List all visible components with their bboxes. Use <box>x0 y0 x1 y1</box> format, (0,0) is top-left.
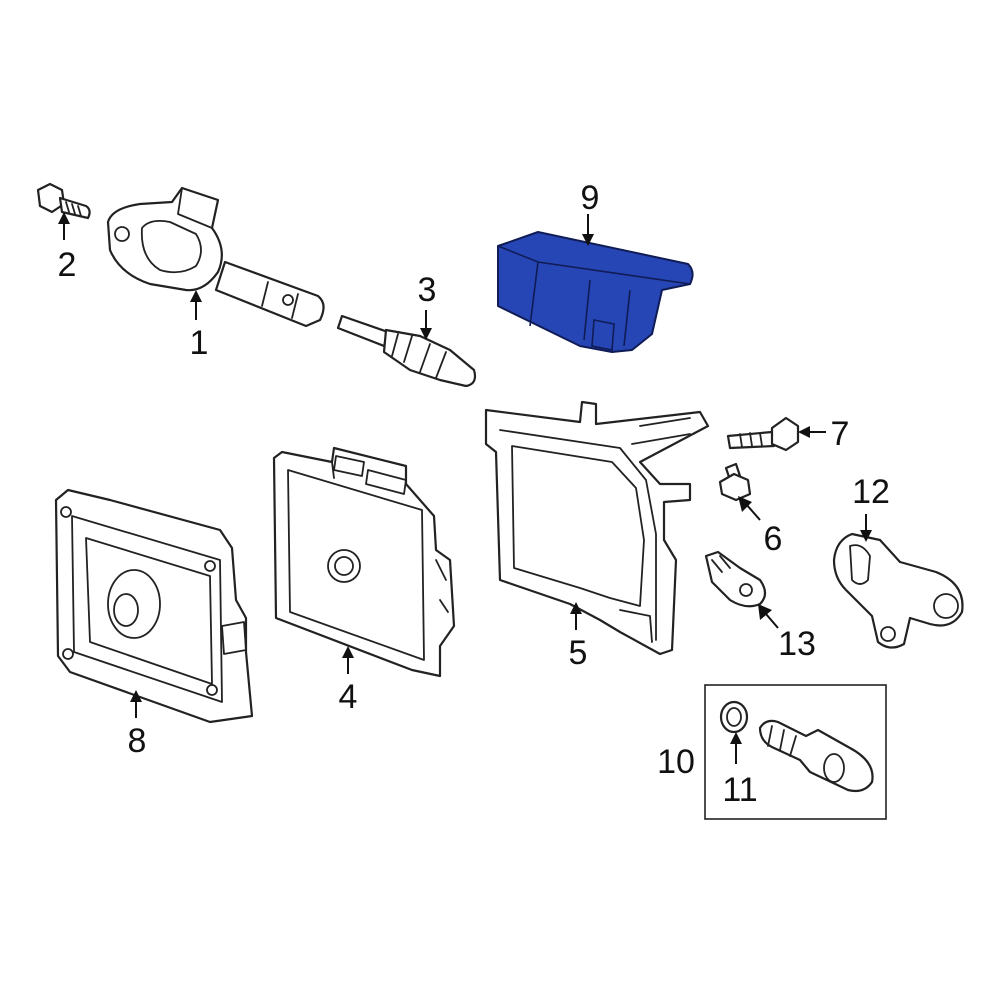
part-10-group-box <box>704 684 887 820</box>
callout-8: 8 <box>128 722 147 760</box>
callout-11: 11 <box>722 771 757 809</box>
callout-1: 1 <box>190 324 209 362</box>
part-2-bolt[interactable] <box>36 182 91 220</box>
part-7-bolt[interactable] <box>726 416 800 452</box>
part-5-bracket[interactable] <box>484 400 710 656</box>
callout-4: 4 <box>339 678 358 716</box>
part-6-bolt[interactable] <box>718 462 752 502</box>
callout-13: 13 <box>778 625 816 663</box>
callout-3: 3 <box>418 271 437 309</box>
part-1-ignition-coil[interactable] <box>106 186 325 328</box>
callout-7: 7 <box>831 415 850 453</box>
part-4-ecu[interactable] <box>272 446 456 678</box>
callout-2: 2 <box>58 246 77 284</box>
part-8-cover[interactable] <box>54 488 254 724</box>
callout-12: 12 <box>852 473 890 511</box>
part-11-seal-ring[interactable] <box>719 700 749 734</box>
callout-6: 6 <box>764 520 783 558</box>
part-12-sensor[interactable] <box>832 532 964 649</box>
part-9-module[interactable] <box>497 231 694 353</box>
callout-10: 10 <box>657 743 695 781</box>
callout-9: 9 <box>581 179 600 217</box>
part-13-sensor[interactable] <box>704 550 767 608</box>
callout-labels: 1 2 3 4 5 6 7 8 9 10 11 12 13 <box>58 179 890 809</box>
part-10-sensor[interactable] <box>758 719 874 793</box>
part-3-spark-plug[interactable] <box>336 314 477 388</box>
leader-lines <box>58 212 872 764</box>
callout-5: 5 <box>569 634 588 672</box>
